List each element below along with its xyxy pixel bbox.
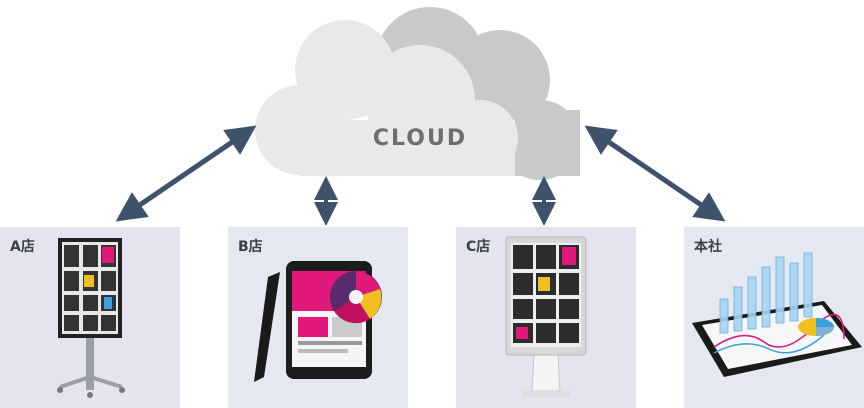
location-panel-hq: 本社 [684, 227, 864, 408]
location-label-a: A店 [10, 239, 35, 255]
location-label-c: C店 [466, 239, 491, 255]
cloud-label: CLOUD [373, 126, 467, 151]
signage-stand-icon [57, 238, 125, 398]
tablet-icon [254, 261, 382, 382]
arrow-cloud-a [115, 125, 257, 222]
cloud-shape [255, 7, 580, 180]
location-panel-a: A店 [0, 227, 180, 408]
location-label-b: B店 [238, 239, 263, 255]
arrow-cloud-hq [584, 125, 726, 222]
location-label-hq: 本社 [694, 239, 722, 255]
analytics-tablet-icon [692, 252, 862, 377]
kiosk-icon [505, 236, 587, 397]
location-panel-b: B店 [228, 227, 408, 408]
location-panel-c: C店 [456, 227, 636, 408]
